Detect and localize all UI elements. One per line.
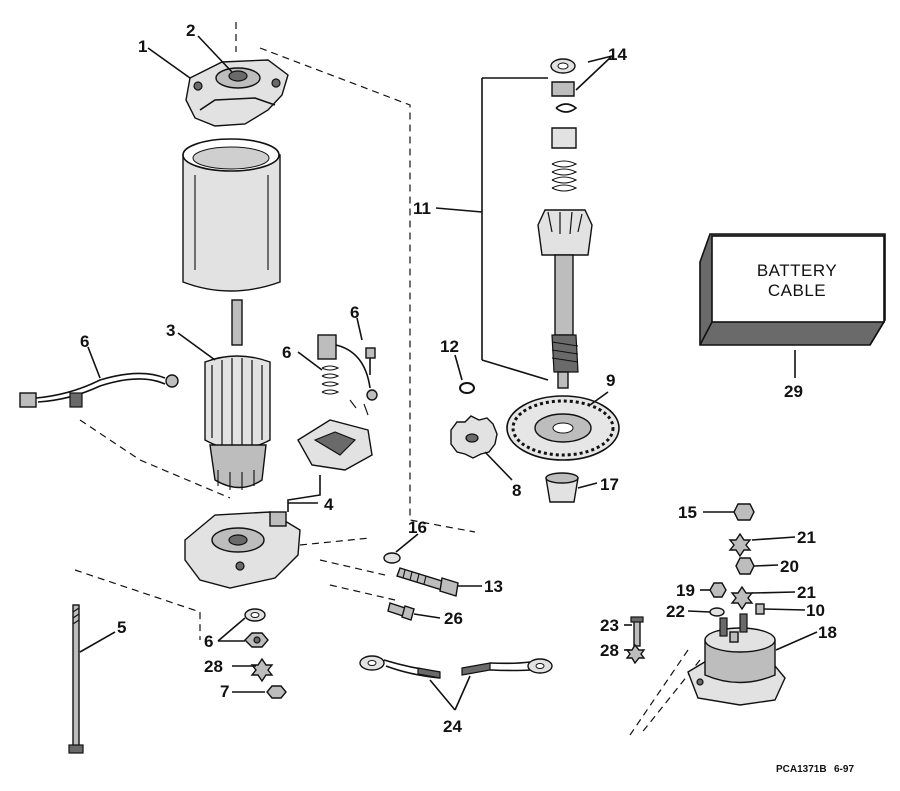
callout-6-brush-screw: 6 (350, 303, 359, 322)
field-frame (182, 138, 281, 292)
starter-drive-assembly (481, 58, 593, 389)
battery-cable-line1: BATTERY (757, 261, 837, 280)
drive-end-cap (185, 59, 289, 127)
callout-7: 7 (220, 682, 229, 701)
callout-24: 24 (443, 717, 462, 736)
callout-labels: 1 2 3 4 5 6 6 6 6 7 8 9 10 11 12 13 14 1… (80, 21, 837, 736)
pinion-gear (450, 415, 498, 459)
callout-9: 9 (606, 371, 615, 390)
callout-19: 19 (676, 581, 695, 600)
callout-21-upper: 21 (797, 528, 816, 547)
solenoid-screw (625, 616, 646, 665)
callout-2: 2 (186, 21, 195, 40)
callout-29: 29 (784, 382, 803, 401)
callout-23: 23 (600, 616, 619, 635)
large-gear (506, 395, 620, 461)
callout-6-washer-nut: 6 (204, 632, 213, 651)
callout-12: 12 (440, 337, 459, 356)
solenoid (687, 613, 786, 706)
through-bolt (68, 604, 84, 754)
callout-8: 8 (512, 481, 521, 500)
callout-28-right: 28 (600, 641, 619, 660)
callout-6-brush-lead: 6 (80, 332, 89, 351)
small-hardware-left (244, 608, 287, 699)
callout-14: 14 (608, 45, 627, 64)
battery-cable-part (359, 655, 553, 679)
callout-3: 3 (166, 321, 175, 340)
callout-22: 22 (666, 602, 685, 621)
callout-11: 11 (413, 199, 431, 218)
callout-13: 13 (484, 577, 503, 596)
callout-17: 17 (600, 475, 619, 494)
figure-code-date: 6-97 (834, 764, 854, 775)
figure-code-number: PCA1371B (776, 764, 827, 775)
assembly-dashed-lines (74, 22, 701, 736)
callout-4: 4 (324, 495, 334, 514)
callout-15: 15 (678, 503, 697, 522)
leader-lines (79, 35, 818, 711)
callout-5: 5 (117, 618, 126, 637)
armature (204, 299, 271, 490)
brush-holder-assembly (297, 334, 378, 471)
figure-code: PCA1371B 6-97 (776, 764, 854, 775)
callout-28-left: 28 (204, 657, 223, 676)
bushing (545, 472, 579, 503)
callout-10: 10 (806, 601, 825, 620)
callout-18: 18 (818, 623, 837, 642)
callout-6-brush-spring: 6 (282, 343, 291, 362)
callout-21-lower: 21 (797, 583, 816, 602)
callout-26: 26 (444, 609, 463, 628)
callout-1: 1 (138, 37, 147, 56)
callout-20: 20 (780, 557, 799, 576)
battery-cable-line2: CABLE (768, 281, 826, 300)
bolts-center (383, 552, 459, 621)
commutator-end-cap (184, 511, 301, 589)
callout-16: 16 (408, 518, 427, 537)
brush-lead (19, 372, 179, 408)
battery-cable-box: BATTERY CABLE (699, 233, 886, 378)
retaining-ring (459, 382, 475, 394)
solenoid-hardware (709, 503, 765, 617)
